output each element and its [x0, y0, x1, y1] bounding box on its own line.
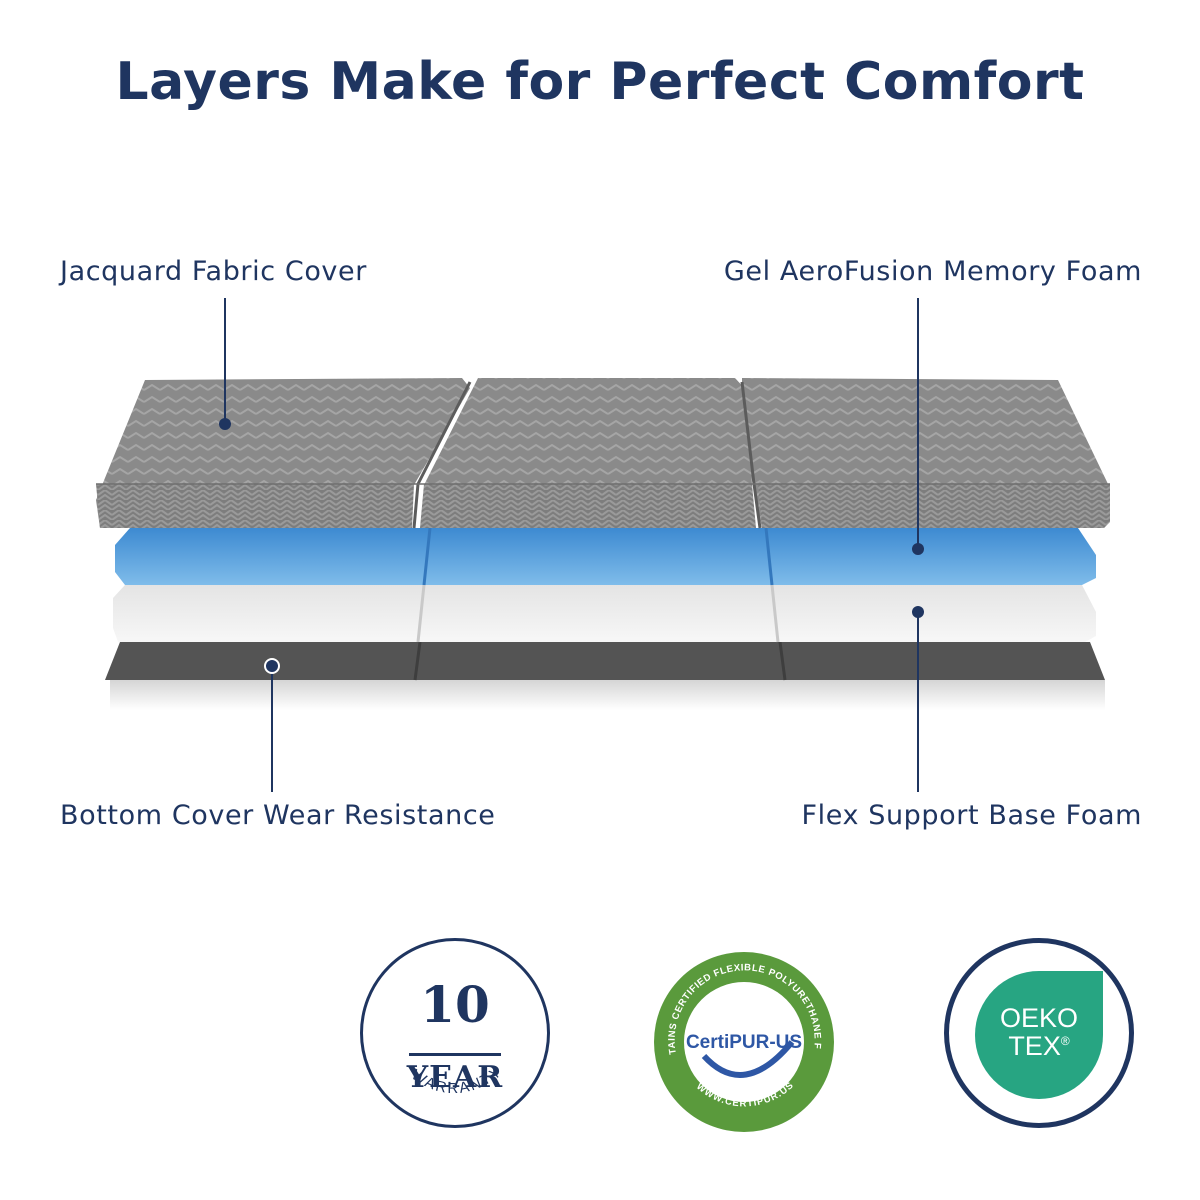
certipur-brand-text: CertiPUR-US	[686, 1032, 802, 1053]
callout-dot-gel	[912, 543, 924, 555]
registered-mark: ®	[1060, 1034, 1070, 1048]
gel-foam-layer	[115, 527, 1096, 586]
callout-dot-bottom-cover	[266, 660, 278, 672]
warranty-unit: YEAR	[406, 1060, 504, 1095]
warranty-badge: 10 YEAR WARRANTY	[360, 938, 550, 1128]
warranty-divider	[409, 1053, 501, 1056]
oeko-tex-badge: OEKO TEX®	[944, 938, 1134, 1128]
warranty-number: 10	[420, 975, 490, 1034]
leader-line-jacquard	[224, 298, 226, 422]
leader-line-gel	[917, 298, 919, 548]
certipur-swoosh-icon	[701, 1040, 795, 1078]
warranty-arc-text: WARRANTY	[408, 1063, 506, 1097]
callout-dot-base-foam	[912, 606, 924, 618]
label-bottom-cover: Bottom Cover Wear Resistance	[60, 800, 496, 831]
leader-line-bottom-cover	[271, 666, 273, 792]
mattress-illustration	[96, 378, 1110, 710]
oeko-line2: TEX®	[975, 1031, 1103, 1062]
leader-line-base-foam	[917, 612, 919, 792]
bottom-cover-layer	[105, 641, 1105, 681]
label-gel-memory-foam: Gel AeroFusion Memory Foam	[723, 256, 1142, 287]
certipur-badge: CONTAINS CERTIFIED FLEXIBLE POLYURETHANE…	[652, 950, 836, 1134]
oeko-leaf-icon	[975, 971, 1103, 1099]
page-title: Layers Make for Perfect Comfort	[115, 52, 1085, 112]
label-base-foam: Flex Support Base Foam	[801, 800, 1142, 831]
svg-text:WARRANTY: WARRANTY	[408, 1063, 506, 1097]
oeko-tex-text: TEX	[1008, 1031, 1061, 1061]
label-jacquard-fabric-cover: Jacquard Fabric Cover	[60, 256, 367, 287]
jacquard-cover-layer	[96, 378, 1110, 529]
mattress-shadow	[110, 680, 1105, 710]
base-foam-layer	[113, 584, 1096, 643]
oeko-line1: OEKO	[999, 1003, 1079, 1033]
callout-dot-jacquard	[219, 418, 231, 430]
